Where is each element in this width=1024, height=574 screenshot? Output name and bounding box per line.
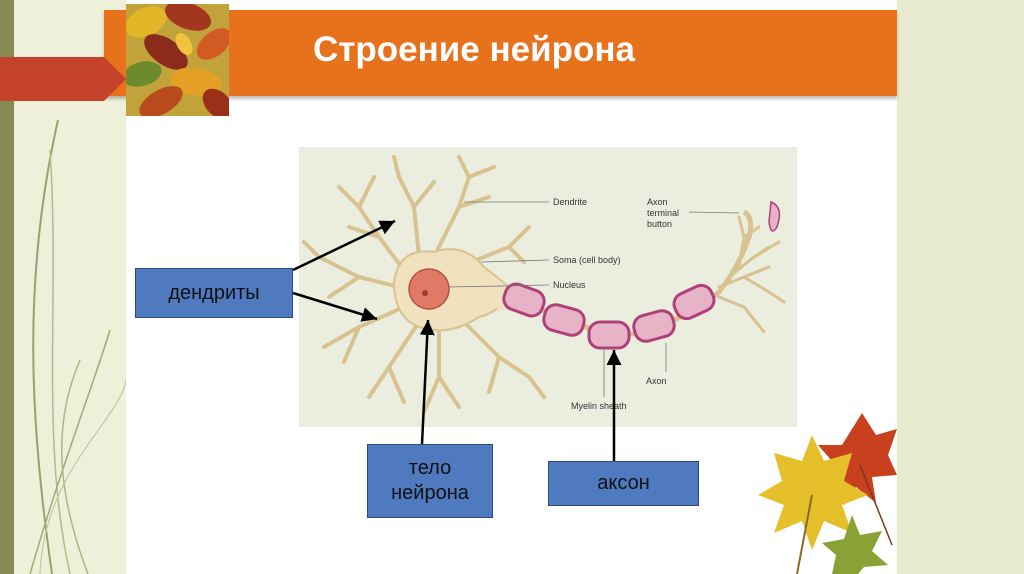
label-dendrite: Dendrite [553, 197, 587, 207]
right-decor-panel [897, 0, 1024, 574]
label-nucleus: Nucleus [553, 280, 586, 290]
autumn-leaves-photo [126, 4, 229, 116]
label-myelin-sheath: Myelin sheath [571, 401, 627, 411]
label-soma: Soma (cell body) [553, 255, 621, 265]
terminal-button-shape [769, 202, 779, 231]
label-axon-terminal-2: terminal [647, 208, 679, 218]
callout-dendrites-text: дендриты [168, 281, 259, 306]
callout-dendrites: дендриты [135, 268, 293, 318]
callout-axon-text: аксон [597, 471, 650, 496]
callout-body-line1: тело [409, 456, 451, 481]
slide-title: Строение нейрона [229, 10, 719, 96]
neuron-diagram: Dendrite Soma (cell body) Nucleus Axon t… [299, 147, 797, 427]
callout-neuron-body: тело нейрона [367, 444, 493, 518]
arrow-tab-icon [0, 57, 126, 101]
label-axon-terminal-1: Axon [647, 197, 668, 207]
myelin-segments [501, 281, 718, 348]
callout-axon: аксон [548, 461, 699, 506]
nucleus-shape [409, 269, 449, 309]
label-axon: Axon [646, 376, 667, 386]
maple-leaves-decoration [752, 405, 897, 574]
label-axon-terminal-3: button [647, 219, 672, 229]
callout-body-line2: нейрона [391, 481, 469, 506]
